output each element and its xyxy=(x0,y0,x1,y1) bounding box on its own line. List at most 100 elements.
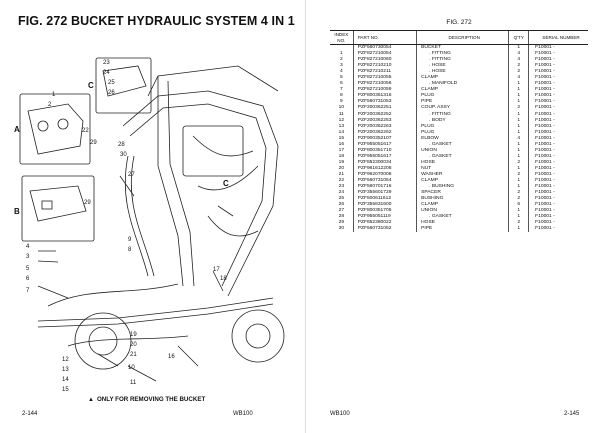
part-number: PZF200362253 xyxy=(352,117,417,124)
part-index: 24 xyxy=(338,190,345,196)
part-number: PZF955051617 xyxy=(352,141,417,148)
part-qty: 1 xyxy=(508,178,529,185)
part-qty: 1 xyxy=(508,111,529,118)
part-index: 17 xyxy=(338,147,345,153)
part-index: 28 xyxy=(338,214,345,220)
part-serial: F10001 - xyxy=(528,184,588,191)
part-number: PZF955051119 xyxy=(352,214,417,221)
col-description: DESCRIPTION xyxy=(416,30,509,45)
part-description: HOSE xyxy=(416,159,509,166)
part-serial: F10001 - xyxy=(528,117,588,124)
callout-28: 28 xyxy=(118,142,125,148)
part-index: 14 xyxy=(338,129,345,135)
part-description: . GASKET xyxy=(416,141,509,148)
part-serial: F10001 - xyxy=(528,44,588,52)
part-description: PIPE xyxy=(416,226,509,233)
part-serial: F10001 - xyxy=(528,123,588,130)
part-serial: F10001 - xyxy=(528,51,588,58)
part-serial: F10001 - xyxy=(528,69,588,76)
part-index: 26 xyxy=(338,202,345,208)
part-qty: 6 xyxy=(508,202,529,209)
part-qty: 1 xyxy=(508,93,529,100)
part-index: 19 xyxy=(338,159,345,165)
part-description: CLAMP xyxy=(416,178,509,185)
part-number: PZF961612208 xyxy=(352,165,417,172)
part-number: PZF827210054 xyxy=(352,51,417,58)
left-page: FIG. 272 BUCKET HYDRAULIC SYSTEM 4 IN 1 xyxy=(14,14,295,417)
part-number: PZF955051617 xyxy=(352,153,417,160)
part-index: 4 xyxy=(339,69,343,75)
part-qty: 4 xyxy=(508,75,529,82)
part-qty: 2 xyxy=(508,105,529,112)
callout-7: 7 xyxy=(26,288,30,294)
part-number: PZF200362251 xyxy=(352,105,417,112)
detail-label-c-2: C xyxy=(223,179,229,188)
part-description: PLUG xyxy=(416,129,509,136)
part-index: 9 xyxy=(339,99,343,105)
part-serial: F10001 - xyxy=(528,81,588,88)
part-qty: 1 xyxy=(508,165,529,172)
part-serial: F10001 - xyxy=(528,202,588,209)
part-number: PZF560701716 xyxy=(352,184,417,191)
part-qty: 1 xyxy=(508,147,529,154)
part-number: PZF900352107 xyxy=(352,135,417,142)
part-description: COUP. ASSY xyxy=(416,105,509,112)
part-index: 2 xyxy=(339,57,343,63)
part-qty: 2 xyxy=(508,63,529,70)
part-qty: 2 xyxy=(508,220,529,227)
part-description: WASHER xyxy=(416,171,509,179)
part-description: . BODY xyxy=(416,117,509,124)
callout-26: 26 xyxy=(108,90,115,96)
part-qty: 4 xyxy=(508,57,529,64)
left-page-model: WB100 xyxy=(233,411,253,417)
callout-4: 4 xyxy=(26,244,30,250)
callout-22: 22 xyxy=(82,128,89,134)
part-serial: F10001 - xyxy=(528,208,588,215)
callout-12: 12 xyxy=(62,357,69,363)
right-page-model: WB100 xyxy=(330,411,350,417)
part-serial: F10001 - xyxy=(528,87,588,94)
callout-15: 15 xyxy=(62,387,69,393)
part-serial: F10001 - xyxy=(528,99,588,106)
part-number: PZF827210210 xyxy=(352,63,417,70)
part-number: PZF800351710 xyxy=(352,147,417,154)
callout-20: 20 xyxy=(130,342,137,348)
part-index: 8 xyxy=(339,93,343,99)
part-index: 30 xyxy=(338,226,345,232)
callout-5: 5 xyxy=(26,266,30,272)
callout-19: 19 xyxy=(130,332,137,338)
part-description: . GASKET xyxy=(416,214,509,221)
part-description: PIPE xyxy=(416,99,509,106)
part-description: CLAMP xyxy=(416,202,509,209)
part-description: . FITTING xyxy=(416,51,509,58)
part-qty: 2 xyxy=(508,69,529,76)
part-index: 25 xyxy=(338,196,345,202)
part-qty: 1 xyxy=(508,208,529,215)
callout-27: 27 xyxy=(128,172,135,178)
part-description: CLAMP xyxy=(416,75,509,82)
part-number: PZF355631600 xyxy=(352,202,417,209)
detail-label-c: C xyxy=(88,81,94,90)
part-description: . HOSE xyxy=(416,63,509,70)
part-index: 20 xyxy=(338,165,345,171)
part-serial: F10001 - xyxy=(528,178,588,185)
part-number: PZF852300034 xyxy=(352,159,417,166)
callout-17: 17 xyxy=(213,267,220,273)
part-number: PZF827210055 xyxy=(352,75,417,82)
page-spine xyxy=(305,0,306,433)
part-description: . FITTING xyxy=(416,111,509,118)
part-index: 6 xyxy=(339,81,343,87)
figure-label: FIG. 272 xyxy=(446,19,472,26)
callout-23: 23 xyxy=(103,60,110,66)
